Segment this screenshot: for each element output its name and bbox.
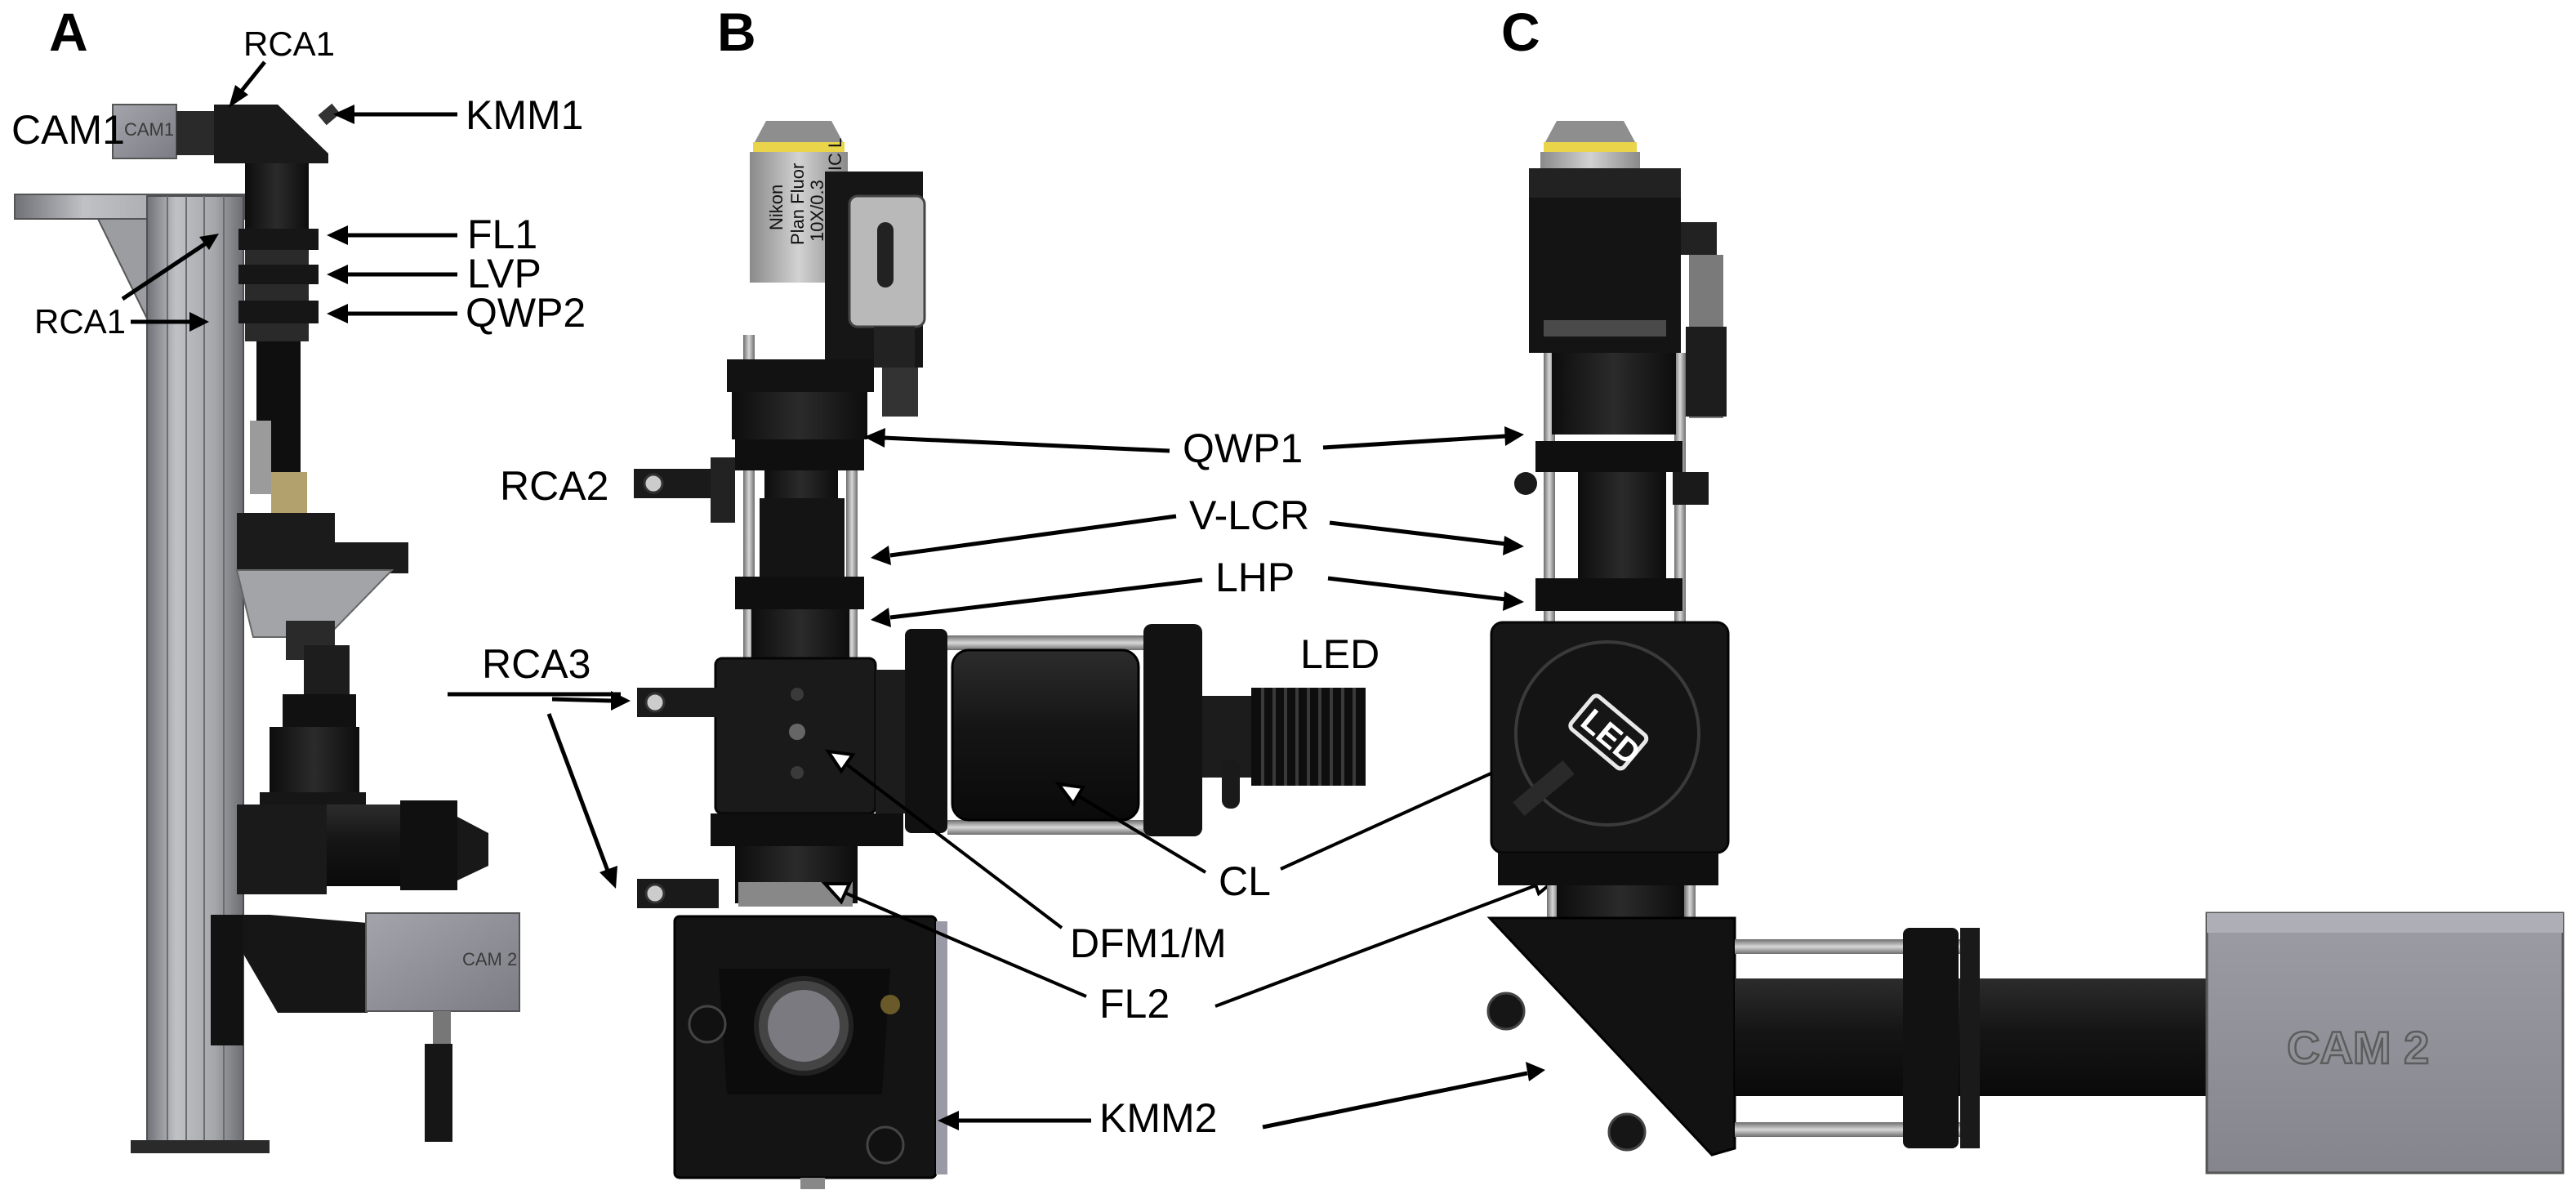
label-fl2: FL2 [1099,981,1170,1027]
c-arrow-vlcr [1329,520,1524,555]
a-label-qwp2: QWP2 [466,290,586,336]
svg-text:Nikon: Nikon [766,185,787,230]
panel-label-c: C [1501,2,1540,62]
a-cam1-body [112,104,177,159]
a-arrow-rca1-top [229,60,266,108]
c-arrow-kmm2 [1262,1062,1545,1130]
label-cl: CL [1219,858,1271,904]
panel-a-drawing: CAM1 CAM 2 [14,103,520,1153]
svg-text:10X/0.3: 10X/0.3 [807,180,827,242]
a-arrow-fl1 [327,225,457,245]
b-label-rca2: RCA2 [500,463,608,509]
b-arrow-qwp1 [864,428,1170,453]
a-label-lvp: LVP [467,251,541,296]
a-label-fl1: FL1 [467,212,537,257]
b-arrow-kmm2 [938,1111,1091,1130]
a-arrow-kmm1 [333,105,457,124]
panel-label-a: A [49,2,88,62]
b-arrow-fl2 [821,882,1087,998]
b-collimating-lens-tube [951,648,1140,822]
b-arrow-rca3-bottom [546,713,617,889]
b-arrow-lhp [871,577,1203,627]
a-arrow-qwp2 [327,304,457,323]
a-cam1-print: CAM1 [124,119,174,140]
b-arrow-cl [1054,782,1207,874]
a-label-rca1-top: RCA1 [243,25,335,63]
a-rail-base [131,1140,270,1153]
c-arrow-lhp [1327,576,1524,611]
a-label-rca1-side: RCA1 [34,302,126,341]
a-arrow-lvp [327,265,457,284]
a-label-cam1: CAM1 [11,107,125,153]
a-kmm1-mount [214,105,328,163]
a-cam2-print: CAM 2 [462,949,517,969]
b-arrow-vlcr [871,514,1177,565]
panel-c-drawing: LED CAM 2 [1486,121,2565,1174]
b-objective-cap [755,121,843,142]
label-vlcr: V-LCR [1189,492,1309,538]
label-kmm2: KMM2 [1099,1095,1217,1141]
label-dfm: DFM1/M [1070,920,1227,966]
c-cam2-body [2205,911,2565,1174]
a-label-kmm1: KMM1 [466,92,583,138]
svg-text:Plan Fluor: Plan Fluor [787,163,808,245]
b-arrow-rca3-top [551,691,631,711]
c-cam2-print: CAM 2 [2287,1022,2429,1073]
c-kmm2-mount [1486,916,1736,1157]
label-lhp: LHP [1215,555,1295,600]
a-arrow-rca1-side [121,234,219,332]
panel-label-b: B [717,2,756,62]
b-arrow-dfm [824,749,1063,929]
b-label-led: LED [1300,631,1379,677]
label-qwp1: QWP1 [1183,426,1303,471]
b-label-rca3: RCA3 [482,641,591,687]
panel-b-drawing: Nikon Plan Fluor 10X/0.3 OFN25 DIC L [634,121,1366,1189]
c-arrow-qwp1 [1322,426,1524,450]
